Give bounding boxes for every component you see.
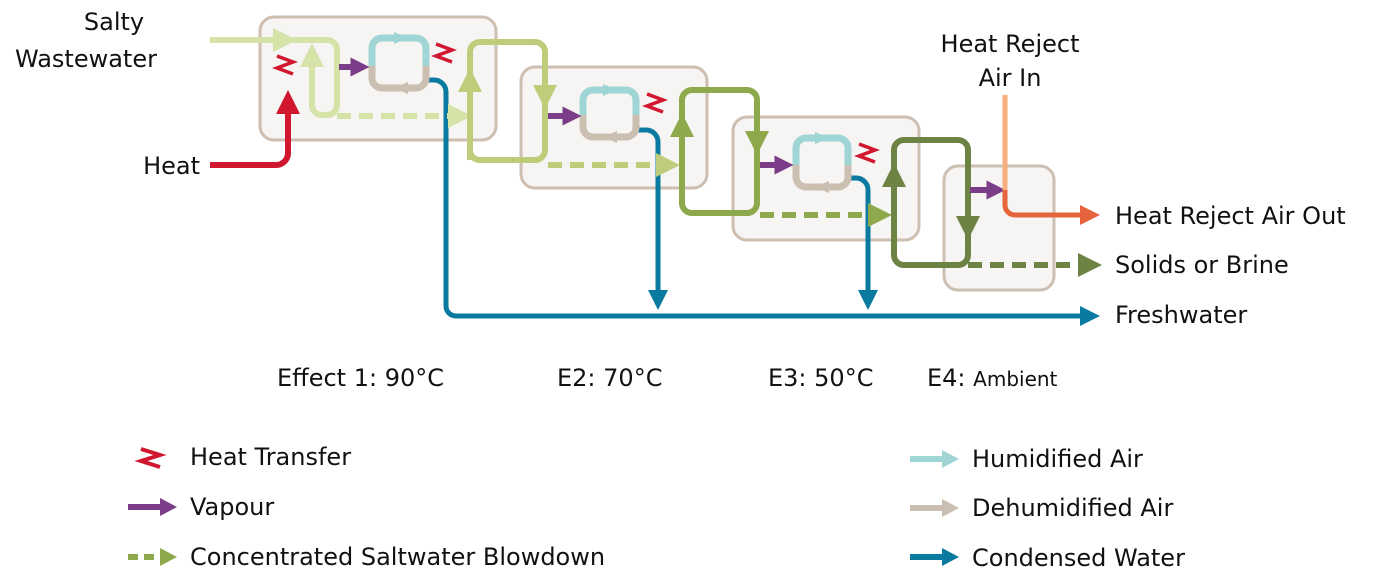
heat-transfer-zigzag-icon (134, 447, 167, 469)
effect-4-box (942, 164, 1056, 292)
air-loop-e2 (579, 84, 640, 143)
solids-or-brine-label: Solids or Brine (1115, 251, 1289, 279)
dehumidified-air-arrowhead (942, 499, 959, 517)
blowdown-arrowhead (160, 548, 177, 566)
vapour-arrowhead (160, 498, 177, 516)
effect-2-label: E2: 70°C (557, 364, 662, 392)
heat-reject-air-out-label: Heat Reject Air Out (1115, 202, 1346, 230)
effect-3-feed-loop (679, 87, 760, 216)
legend-dehumidified-air-label: Dehumidified Air (972, 494, 1173, 522)
effect-3-label: E3: 50°C (768, 364, 873, 392)
heat-transfer-icon-e3 (854, 142, 880, 164)
freshwater-label: Freshwater (1115, 301, 1247, 329)
heat-reject-air-in-label-2: Air In (979, 64, 1042, 92)
air-loop-e3 (792, 132, 852, 193)
effect-1-label: Effect 1: 90°C (277, 364, 444, 392)
condensed-water-arrowhead (942, 548, 959, 566)
effect-4-feed-loop (891, 137, 971, 268)
effect-4-label: E4: Ambient (927, 364, 1058, 392)
legend-condensed-water-label: Condensed Water (972, 544, 1185, 572)
heat-reject-air-out-line (1002, 190, 1100, 225)
heat-transfer-icon-e1-out (431, 42, 457, 64)
effect-2-feed-loop (467, 39, 548, 163)
air-loop-e1 (368, 32, 430, 94)
legend-humidified-air-label: Humidified Air (972, 445, 1143, 473)
legend-heat-transfer-label: Heat Transfer (190, 443, 351, 471)
heat-input-line (210, 90, 300, 168)
effect-1-feed-loop (285, 37, 340, 118)
heat-label: Heat (143, 152, 200, 180)
salty-wastewater-label-1: Salty (84, 8, 144, 36)
heat-transfer-icon-e2 (642, 92, 668, 114)
humidified-air-arrowhead (942, 450, 959, 468)
heat-transfer-icon-e1-in (272, 54, 298, 76)
heat-reject-air-in-label-1: Heat Reject (941, 30, 1080, 58)
salty-wastewater-label-2: Wastewater (15, 45, 157, 73)
freshwater-line (428, 77, 1100, 326)
legend-blowdown-label: Concentrated Saltwater Blowdown (190, 543, 605, 571)
condensed-water-e3 (848, 175, 878, 310)
legend-vapour-label: Vapour (190, 493, 274, 521)
condensed-water-e2 (638, 127, 668, 310)
